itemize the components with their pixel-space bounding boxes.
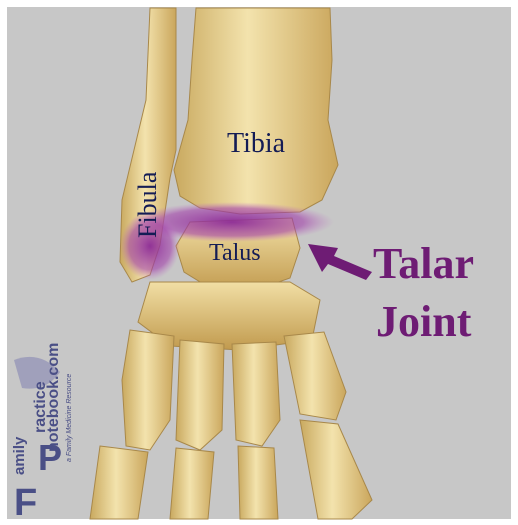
fibula-label: Fibula (133, 172, 163, 238)
phalanx-bone-2 (170, 448, 214, 519)
tibia-label: Tibia (227, 128, 285, 160)
logo-text-amily: amily (12, 437, 27, 475)
callout-title-line2: Joint (376, 300, 471, 344)
logo-text-notebook: notebook.com (46, 343, 62, 452)
logo-tagline: a Family Medicine Resource (66, 374, 73, 462)
phalanx-bone-3 (238, 446, 278, 519)
logo-letter-f: F (14, 484, 37, 522)
tibia-bone (174, 8, 338, 214)
metatarsal-bone-3 (232, 342, 280, 446)
metatarsal-bone-2 (176, 340, 224, 450)
talus-label: Talus (209, 240, 261, 267)
callout-title-line1: Talar (373, 242, 474, 286)
phalanx-bone-1 (90, 446, 148, 519)
